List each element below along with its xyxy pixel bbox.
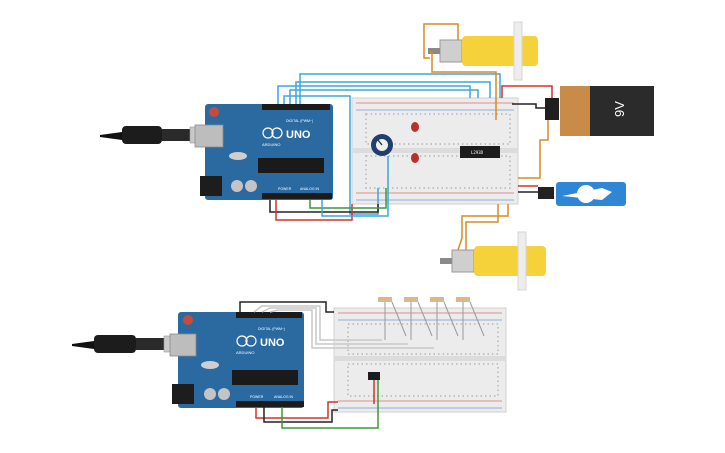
resistor-icon: [378, 297, 470, 302]
dc-motor-icon[interactable]: [428, 21, 538, 81]
reset-button-2[interactable]: [183, 315, 193, 325]
wires-top: [269, 23, 553, 251]
driver-chip: L293D: [460, 146, 500, 158]
power-analog-header-top: [262, 193, 332, 199]
digital-label-bottom: DIGITAL (PWM~): [258, 327, 285, 331]
analog-label-top: ANALOG IN: [300, 187, 320, 191]
arduino-board-top[interactable]: UNO ARDUINO DIGITAL (PWM~) POWER ANALOG …: [194, 104, 333, 200]
battery-voltage: 9V: [612, 101, 627, 117]
board-sub-top: ARDUINO: [262, 142, 280, 147]
battery-icon: 9V: [545, 86, 654, 136]
digital-header-top: [262, 104, 330, 110]
power-label-top: POWER: [278, 187, 292, 191]
chip-marking: L293D: [471, 150, 484, 155]
analog-label-bottom: ANALOG IN: [274, 395, 294, 399]
digital-header-bottom: [236, 312, 302, 318]
breadboard-bottom[interactable]: [333, 307, 507, 413]
push-button[interactable]: [368, 372, 380, 380]
dc-motor-icon-2[interactable]: [440, 231, 546, 291]
potentiometer-icon[interactable]: [371, 134, 393, 156]
atmega-chip-bottom: [232, 370, 298, 385]
power-label-bottom: POWER: [250, 395, 264, 399]
board-sub-bottom: ARDUINO: [236, 350, 254, 355]
resistor-leads: [384, 301, 485, 340]
led-icon: [411, 122, 419, 163]
servo-icon[interactable]: [538, 182, 626, 206]
wires-bottom: [239, 301, 434, 429]
digital-label-top: DIGITAL (PWM~): [286, 119, 313, 123]
power-analog-header-bottom: [236, 401, 304, 407]
atmega-chip-top: [258, 158, 324, 173]
board-brand-bottom: UNO: [260, 337, 285, 349]
board-brand-top: UNO: [286, 129, 311, 141]
arduino-board-bottom[interactable]: UNO ARDUINO DIGITAL (PWM~) POWER ANALOG …: [169, 312, 304, 408]
reset-button[interactable]: [209, 107, 219, 117]
